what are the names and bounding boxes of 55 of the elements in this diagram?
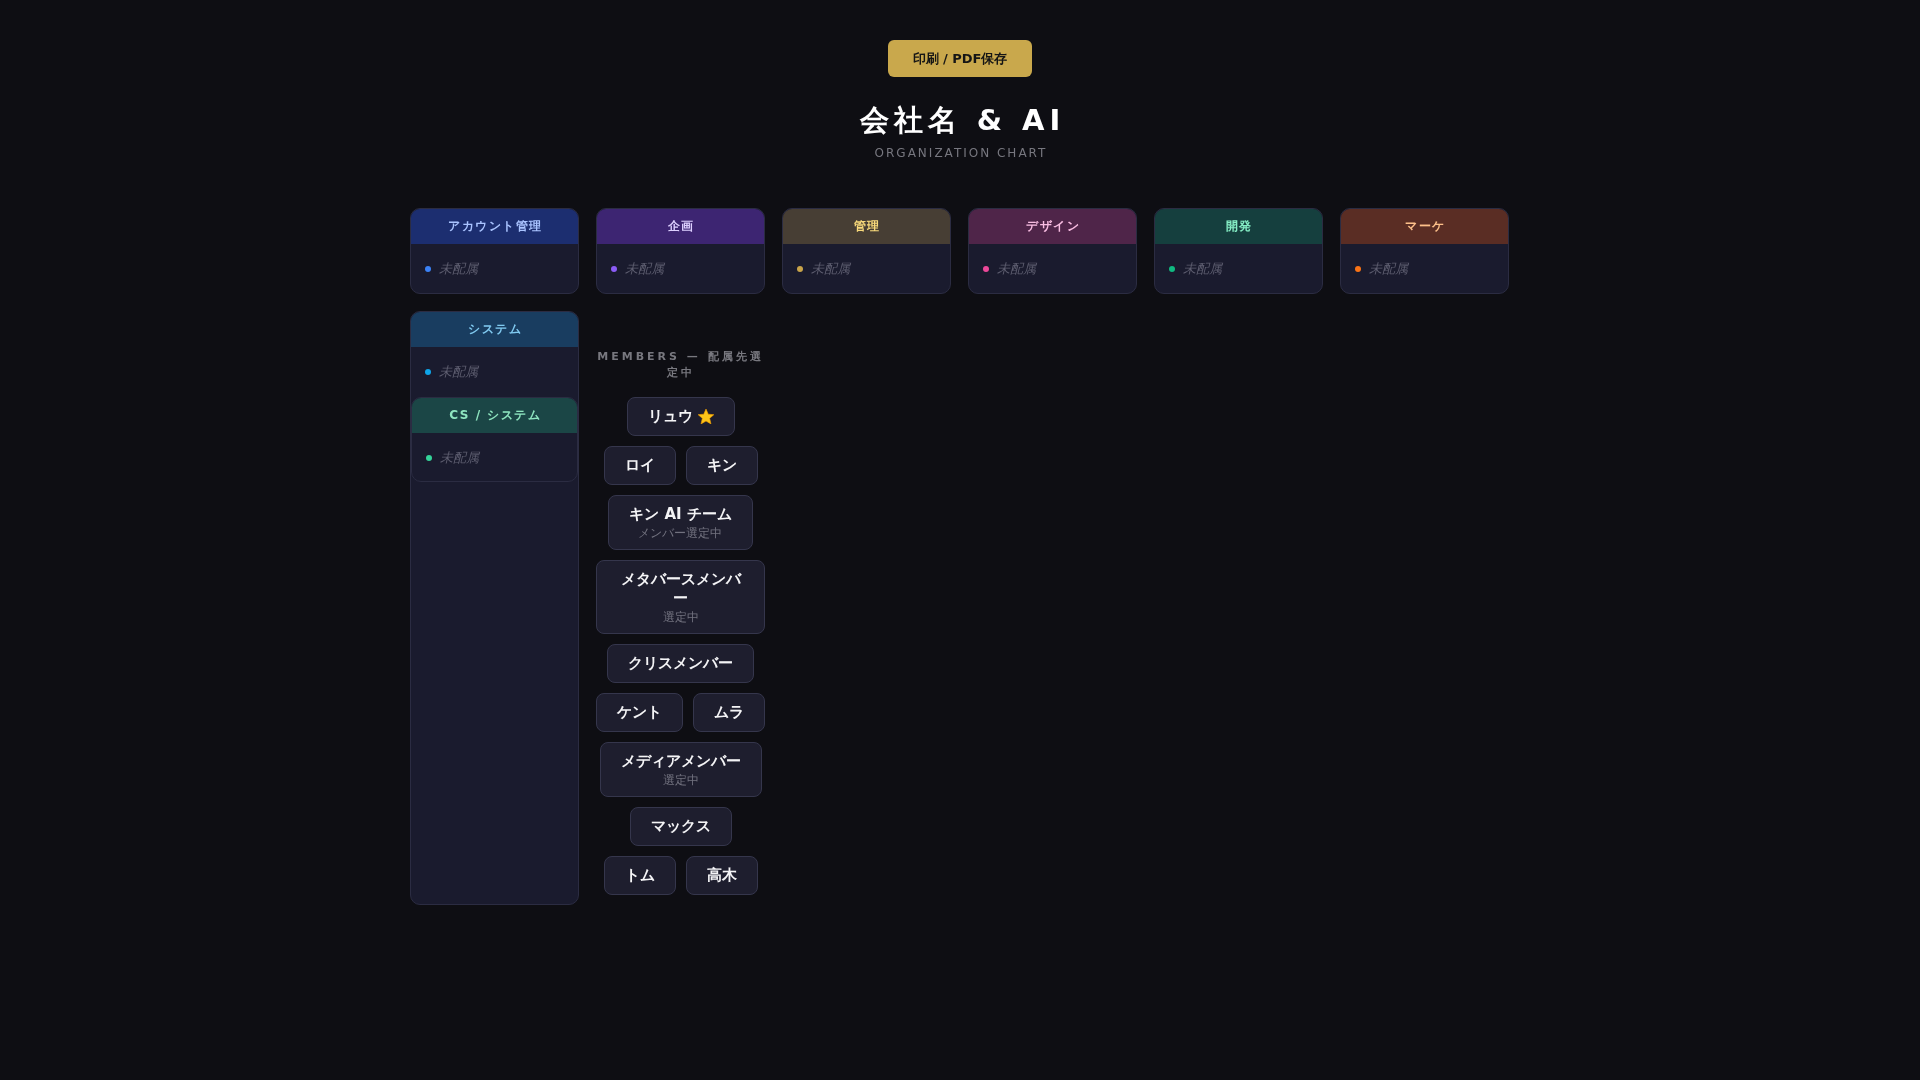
member-name: メタバースメンバー	[619, 570, 743, 608]
member-chip	[629, 807, 732, 846]
member-name: メディアメンバー	[620, 752, 741, 771]
member-chip	[603, 856, 676, 895]
department-card	[1154, 208, 1323, 294]
unassigned-label: 未配属	[1369, 261, 1408, 277]
department-header: 開発	[1155, 209, 1322, 244]
member-name: トム	[624, 866, 655, 885]
section-heading: MEMBERS — 配属先選定中	[596, 349, 765, 381]
department-card	[410, 208, 579, 294]
print-button: 印刷 / PDF保存	[888, 40, 1032, 77]
department-card	[1340, 208, 1509, 294]
member-name: マックス	[650, 817, 711, 836]
member-name: キン AI チーム	[629, 505, 732, 524]
member-chip	[596, 693, 683, 732]
department-card	[411, 397, 578, 482]
member-name: ムラ	[714, 703, 744, 722]
unassigned-label: 未配属	[811, 261, 850, 277]
member-name: リュウ	[647, 407, 693, 426]
department-card	[596, 208, 765, 294]
unassigned-label: 未配属	[440, 450, 479, 466]
department-card	[968, 208, 1137, 294]
member-status: 選定中	[662, 773, 699, 787]
member-status: 選定中	[662, 610, 699, 624]
member-name: キン	[706, 456, 737, 475]
member-chip	[607, 644, 754, 683]
department-card	[782, 208, 951, 294]
department-header: 企画	[597, 209, 764, 244]
member-chip	[693, 693, 765, 732]
member-chip	[685, 856, 758, 895]
department-header: デザイン	[969, 209, 1136, 244]
unassigned-label: 未配属	[1183, 261, 1222, 277]
department-header: マーケ	[1341, 209, 1508, 244]
member-status: メンバー選定中	[638, 526, 723, 540]
member-chip	[603, 446, 676, 485]
unassigned-label: 未配属	[439, 261, 478, 277]
chart-subtitle: ORGANIZATION CHART	[873, 146, 1048, 161]
chart-title: 会社名 & AI	[858, 102, 1066, 138]
department-header: 管理	[783, 209, 950, 244]
member-chip	[596, 560, 765, 634]
unassigned-label: 未配属	[625, 261, 664, 277]
member-name: ロイ	[624, 456, 655, 475]
member-name: クリスメンバー	[628, 654, 733, 673]
unassigned-label: 未配属	[439, 364, 478, 380]
department-header: CS / システム	[412, 398, 577, 433]
department-header: システム	[411, 312, 578, 347]
member-name: 高木	[706, 866, 737, 885]
member-chip	[608, 495, 753, 550]
department-card	[410, 311, 579, 905]
member-name: ケント	[617, 703, 662, 722]
member-chip	[599, 742, 762, 797]
department-header: アカウント管理	[411, 209, 578, 244]
unassigned-label: 未配属	[997, 261, 1036, 277]
member-chip	[685, 446, 758, 485]
member-chip	[626, 397, 735, 436]
